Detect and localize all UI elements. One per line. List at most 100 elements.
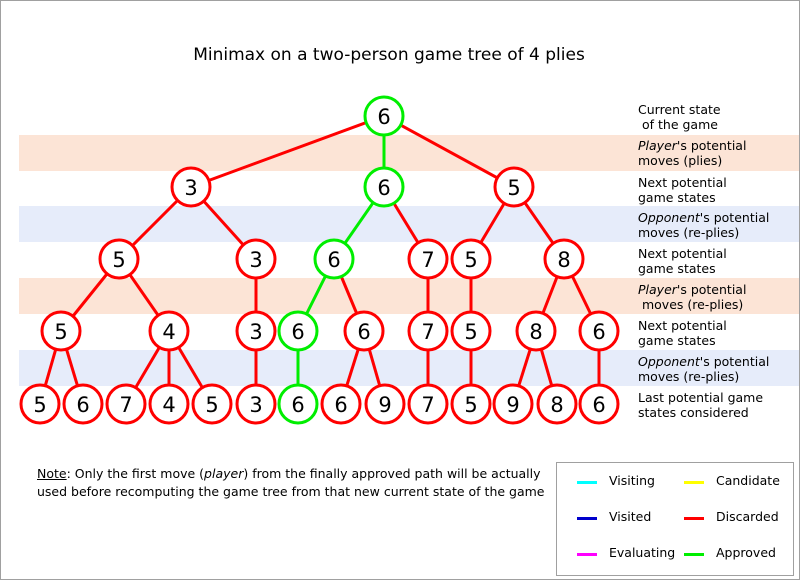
node-value: 5 [507,176,520,200]
node-d5: 5 [191,383,233,425]
node-circle [492,383,534,425]
node-a1: 3 [170,166,212,208]
node-value: 3 [249,393,262,417]
level-label-last-states: Last potential game states considered [638,390,764,420]
node-value: 3 [249,248,262,272]
node-value: 6 [291,320,304,344]
node-circle [40,310,82,352]
legend-visiting-label: Visiting [609,473,655,488]
level-label-next-states-1: Next potential game states [638,175,727,205]
node-value: 8 [550,393,563,417]
node-b2: 3 [235,238,277,280]
node-value: 4 [162,393,175,417]
node-value: 6 [334,393,347,417]
node-d9: 9 [364,383,406,425]
node-value: 7 [421,320,434,344]
node-value: 6 [377,105,390,129]
legend-candidate-label: Candidate [716,473,780,488]
node-value: 4 [162,320,175,344]
node-circle [62,383,104,425]
node-value: 9 [378,393,391,417]
node-value: 9 [506,393,519,417]
legend-visited-label: Visited [609,509,652,524]
node-value: 5 [33,393,46,417]
node-value: 6 [291,393,304,417]
node-circle [515,310,557,352]
legend-approved-label: Approved [716,545,776,560]
node-circle [493,166,535,208]
note-text: Note: Only the first move (player) from … [37,466,545,499]
node-d13: 8 [536,383,578,425]
node-d7: 6 [277,383,319,425]
node-c7: 5 [450,310,492,352]
node-c1: 5 [40,310,82,352]
legend-approved-swatch [684,553,704,556]
node-value: 8 [557,248,570,272]
node-value: 6 [592,320,605,344]
band-opponent-replies [19,206,799,242]
node-d2: 6 [62,383,104,425]
node-d12: 9 [492,383,534,425]
node-d11: 5 [450,383,492,425]
node-circle [407,383,449,425]
node-c5: 6 [343,310,385,352]
node-b4: 7 [407,238,449,280]
legend-visited-swatch [577,517,597,520]
node-circle [148,383,190,425]
level-label-next-states-2: Next potential game states [638,246,727,276]
band-player-plies [19,135,799,171]
node-circle [450,383,492,425]
node-value: 8 [529,320,542,344]
edge-root-a1 [190,114,385,189]
level-label-player-plies: Player's potential moves (plies) [638,138,747,168]
node-circle [191,383,233,425]
node-circle [450,310,492,352]
node-value: 7 [119,393,132,417]
node-circle [105,383,147,425]
node-d8: 6 [320,383,362,425]
level-label-next-states-3: Next potential game states [638,318,727,348]
node-value: 5 [464,320,477,344]
legend-visiting-swatch [577,481,597,484]
node-a2: 6 [363,166,405,208]
node-circle [363,95,405,137]
node-c2: 4 [148,310,190,352]
node-value: 6 [357,320,370,344]
node-value: 5 [205,393,218,417]
node-value: 6 [76,393,89,417]
note-label: Note [37,466,67,481]
node-value: 5 [54,320,67,344]
node-a3: 5 [493,166,535,208]
node-root: 6 [363,95,405,137]
node-circle [98,238,140,280]
level-label-opponent-replies-2: Opponent's potential moves (re-plies) [638,354,770,384]
node-circle [19,383,61,425]
node-value: 5 [464,248,477,272]
legend-evaluating-swatch [577,553,597,556]
node-d3: 7 [105,383,147,425]
band-player-replies [19,278,799,314]
level-label-opponent-replies: Opponent's potential moves (re-plies) [638,210,770,240]
legend-candidate-swatch [684,481,704,484]
node-value: 7 [421,248,434,272]
node-value: 6 [592,393,605,417]
node-circle [313,238,355,280]
node-b6: 8 [543,238,585,280]
node-c4: 6 [277,310,319,352]
node-circle [235,238,277,280]
node-b5: 5 [450,238,492,280]
node-circle [363,166,405,208]
node-value: 7 [421,393,434,417]
node-circle [148,310,190,352]
node-d4: 4 [148,383,190,425]
node-b1: 5 [98,238,140,280]
node-circle [578,383,620,425]
node-circle [578,310,620,352]
node-d10: 7 [407,383,449,425]
level-label-player-replies: Player's potential moves (re-plies) [638,282,747,312]
node-d6: 3 [235,383,277,425]
node-b3: 6 [313,238,355,280]
node-circle [543,238,585,280]
